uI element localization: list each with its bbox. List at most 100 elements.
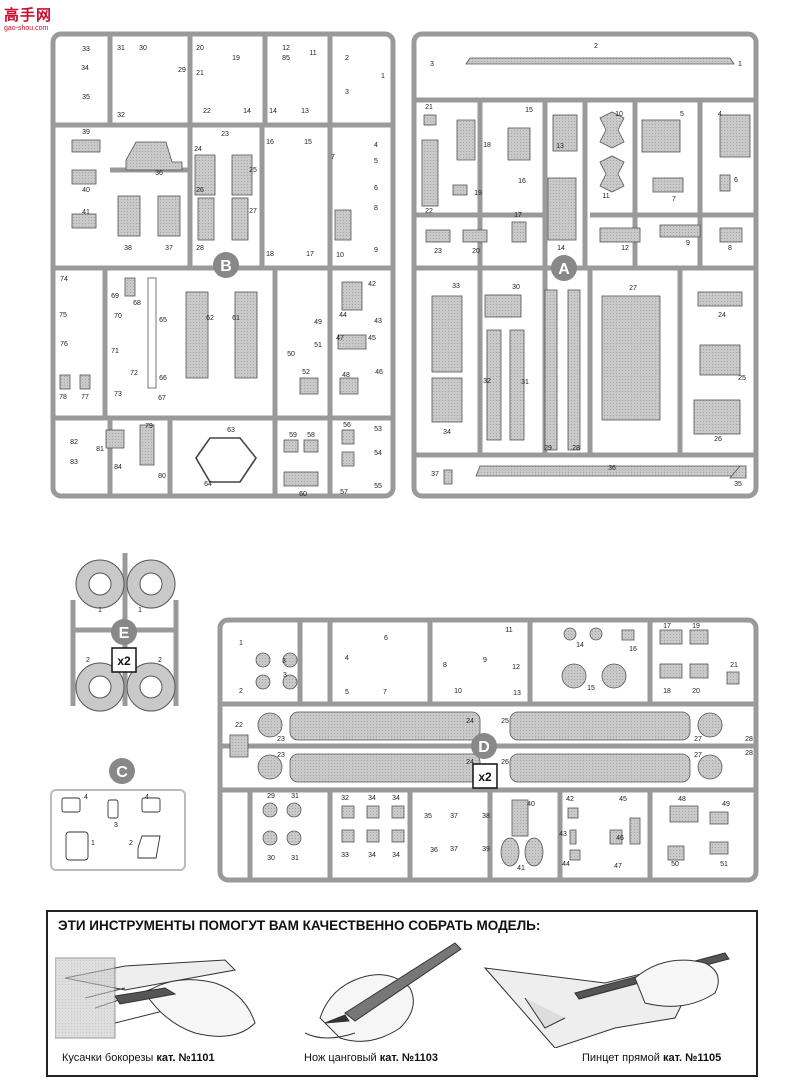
svg-text:82: 82: [70, 439, 78, 446]
sprue-e-multiplier: x2: [117, 654, 131, 668]
tool-cat-cutters: кат. №1101: [156, 1052, 215, 1064]
svg-text:55: 55: [374, 483, 382, 490]
svg-text:47: 47: [614, 863, 622, 870]
svg-text:32: 32: [117, 112, 125, 119]
svg-text:17: 17: [514, 212, 522, 219]
svg-text:9: 9: [686, 240, 690, 247]
svg-text:2: 2: [594, 43, 598, 50]
svg-text:19: 19: [692, 623, 700, 630]
svg-text:7: 7: [672, 196, 676, 203]
svg-text:65: 65: [159, 317, 167, 324]
svg-text:20: 20: [196, 45, 204, 52]
svg-text:38: 38: [482, 813, 490, 820]
svg-text:23: 23: [434, 248, 442, 255]
svg-text:26: 26: [196, 187, 204, 194]
svg-text:10: 10: [336, 252, 344, 259]
svg-text:4: 4: [84, 794, 88, 801]
svg-text:19: 19: [232, 55, 240, 62]
svg-text:48: 48: [678, 796, 686, 803]
tool-name-knife: Нож цанговый: [304, 1052, 377, 1064]
tool-name-tweezers: Пинцет прямой: [582, 1052, 660, 1064]
svg-text:35: 35: [734, 481, 742, 488]
svg-text:53: 53: [374, 426, 382, 433]
svg-text:4: 4: [718, 111, 722, 118]
svg-text:54: 54: [374, 450, 382, 457]
svg-text:31: 31: [521, 379, 529, 386]
svg-text:75: 75: [59, 312, 67, 319]
svg-text:18: 18: [266, 251, 274, 258]
svg-text:64: 64: [204, 481, 212, 488]
svg-text:36: 36: [155, 170, 163, 177]
svg-text:71: 71: [111, 348, 119, 355]
svg-text:44: 44: [339, 312, 347, 319]
side-cutters-illustration: [55, 957, 256, 1039]
svg-text:1: 1: [239, 640, 243, 647]
svg-text:49: 49: [314, 319, 322, 326]
svg-text:79: 79: [145, 423, 153, 430]
svg-text:13: 13: [301, 108, 309, 115]
svg-text:34: 34: [443, 429, 451, 436]
svg-text:20: 20: [692, 688, 700, 695]
svg-text:46: 46: [616, 835, 624, 842]
svg-text:24: 24: [194, 146, 202, 153]
svg-text:34: 34: [368, 795, 376, 802]
svg-text:25: 25: [738, 375, 746, 382]
svg-text:2: 2: [239, 688, 243, 695]
hobby-knife-illustration: [304, 942, 462, 1042]
tool-name-cutters: Кусачки бокорезы: [62, 1052, 154, 1064]
svg-text:68: 68: [133, 300, 141, 307]
svg-text:11: 11: [602, 193, 609, 200]
svg-text:72: 72: [130, 370, 138, 377]
svg-text:4: 4: [145, 794, 149, 801]
svg-text:57: 57: [340, 489, 348, 496]
svg-text:14: 14: [557, 245, 565, 252]
svg-text:19: 19: [474, 190, 482, 197]
svg-text:34: 34: [368, 852, 376, 859]
svg-text:18: 18: [483, 142, 491, 149]
svg-text:22: 22: [425, 208, 433, 215]
svg-text:1: 1: [381, 73, 385, 80]
svg-text:62: 62: [206, 315, 214, 322]
svg-text:43: 43: [374, 318, 382, 325]
svg-text:10: 10: [454, 688, 462, 695]
svg-text:45: 45: [619, 796, 627, 803]
svg-text:14: 14: [269, 108, 277, 115]
svg-text:9: 9: [483, 657, 487, 664]
svg-text:8: 8: [728, 245, 732, 252]
svg-text:1: 1: [91, 840, 95, 847]
svg-text:26: 26: [714, 436, 722, 443]
svg-text:11: 11: [505, 627, 512, 634]
svg-text:5: 5: [345, 689, 349, 696]
svg-text:23: 23: [277, 752, 285, 759]
watermark-title: 高手网: [4, 6, 53, 24]
svg-text:6: 6: [374, 185, 378, 192]
svg-text:29: 29: [178, 67, 186, 74]
svg-text:27: 27: [629, 285, 637, 292]
svg-text:45: 45: [368, 335, 376, 342]
svg-text:1: 1: [98, 607, 102, 614]
svg-text:3: 3: [430, 61, 434, 68]
svg-text:37: 37: [431, 471, 439, 478]
svg-text:14: 14: [243, 108, 251, 115]
svg-text:76: 76: [60, 341, 68, 348]
svg-text:74: 74: [60, 276, 68, 283]
svg-text:27: 27: [694, 736, 702, 743]
sprue-a-label: A: [558, 261, 570, 278]
svg-text:70: 70: [114, 313, 122, 320]
svg-text:84: 84: [114, 464, 122, 471]
svg-text:6: 6: [734, 177, 738, 184]
svg-text:43: 43: [559, 831, 567, 838]
svg-text:83: 83: [70, 459, 78, 466]
watermark-url: gao-shou.com: [4, 25, 49, 32]
svg-text:3: 3: [283, 672, 287, 679]
svg-text:33: 33: [82, 46, 90, 53]
svg-text:30: 30: [512, 284, 520, 291]
svg-text:28: 28: [745, 750, 753, 757]
svg-text:28: 28: [572, 445, 580, 452]
svg-text:34: 34: [392, 795, 400, 802]
tool-cat-tweezers: кат. №1105: [662, 1052, 722, 1064]
svg-text:21: 21: [425, 104, 433, 111]
svg-text:24: 24: [466, 718, 474, 725]
svg-text:4: 4: [374, 142, 378, 149]
